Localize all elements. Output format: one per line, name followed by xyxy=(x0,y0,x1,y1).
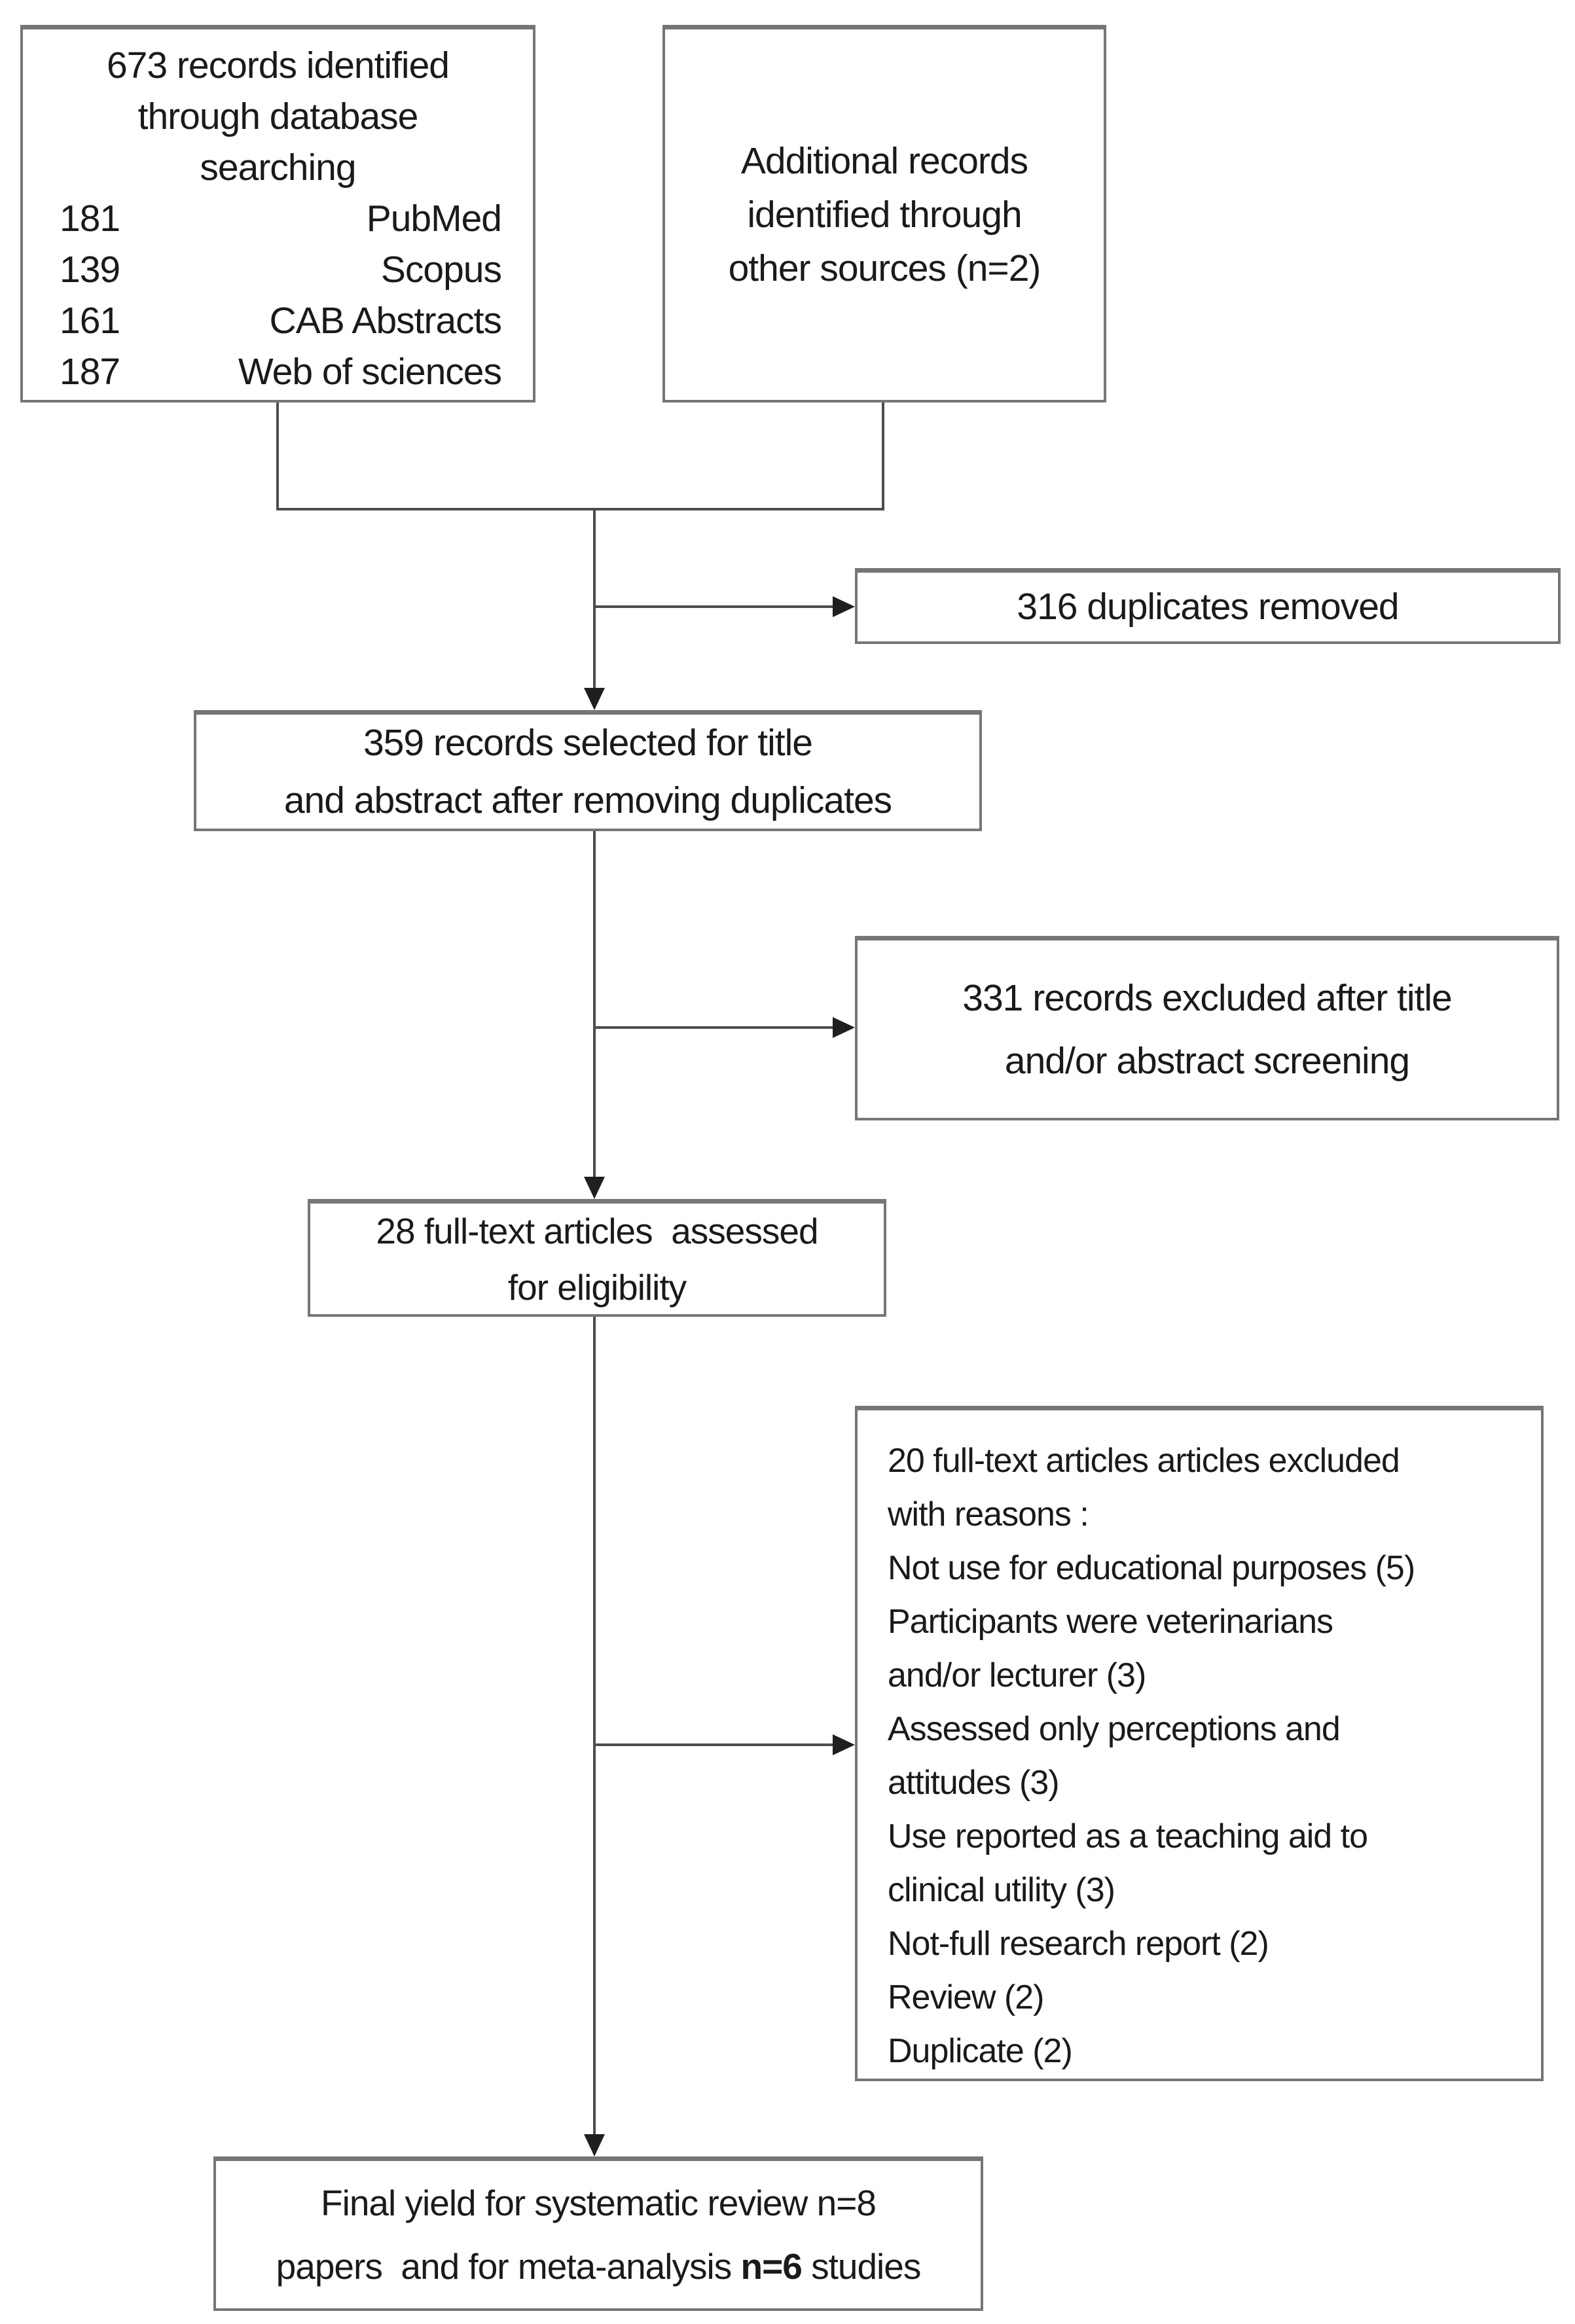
reason-line: 20 full-text articles articles excluded xyxy=(888,1442,1400,1480)
reason-line: Duplicate (2) xyxy=(888,2032,1073,2070)
connector-branch-fulltext-excluded xyxy=(593,1743,833,1746)
final-line-prefix: papers and for meta-analysis xyxy=(276,2245,741,2287)
arrowhead-down-icon xyxy=(584,2134,605,2156)
box-text-line: Final yield for systematic review n=8 xyxy=(321,2182,877,2223)
box-text-line: searching xyxy=(200,147,356,188)
box-fulltext-excluded-reasons: 20 full-text articles articles excluded … xyxy=(855,1406,1544,2081)
reason-line: Not use for educational purposes (5) xyxy=(888,1549,1415,1587)
box-text-line: papers and for meta-analysis n=6 studies xyxy=(276,2235,922,2298)
source-count: 139 xyxy=(60,249,120,291)
reason-line: and/or lecturer (3) xyxy=(888,1656,1146,1694)
connector-branch-excluded-title xyxy=(593,1026,834,1029)
box-text-line: 28 full-text articles assessed xyxy=(376,1210,818,1251)
source-name: Web of sciences xyxy=(238,351,502,393)
final-line-bold: n=6 xyxy=(740,2245,802,2287)
arrowhead-right-icon xyxy=(833,1734,855,1755)
connector-additional-down xyxy=(882,402,884,509)
source-name: PubMed xyxy=(366,198,502,240)
box-text-line: 331 records excluded after title xyxy=(962,976,1452,1019)
box-records-selected: 359 records selected for title and abstr… xyxy=(194,710,982,831)
reason-line: Review (2) xyxy=(888,1978,1045,2016)
box-text-line: 673 records identified xyxy=(106,45,450,86)
box-duplicates-removed: 316 duplicates removed xyxy=(855,568,1561,644)
connector-branch-duplicates xyxy=(593,605,833,608)
reason-line: Participants were veterinarians xyxy=(888,1603,1333,1641)
arrowhead-down-icon xyxy=(584,688,605,710)
box-records-identified: 673 records identified through database … xyxy=(20,25,535,402)
reason-line: Use reported as a teaching aid to xyxy=(888,1817,1368,1855)
arrowhead-down-icon xyxy=(584,1177,605,1199)
box-text-line: 359 records selected for title xyxy=(363,722,813,764)
source-row: 161 CAB Abstracts xyxy=(23,295,533,346)
reason-line: Not-full research report (2) xyxy=(888,1925,1269,1963)
connector-main-vertical-1 xyxy=(593,508,596,688)
box-additional-records: Additional records identified through ot… xyxy=(662,25,1106,402)
source-count: 161 xyxy=(60,300,120,342)
connector-join-horizontal xyxy=(276,508,884,510)
box-final-yield: Final yield for systematic review n=8 pa… xyxy=(213,2156,983,2311)
box-records-excluded-title-abstract: 331 records excluded after title and/or … xyxy=(855,936,1559,1120)
box-text-line: and abstract after removing duplicates xyxy=(283,779,892,821)
arrowhead-right-icon xyxy=(833,596,855,617)
source-count: 181 xyxy=(60,198,120,240)
source-row: 181 PubMed xyxy=(23,193,533,244)
reason-line: with reasons : xyxy=(888,1495,1089,1533)
box-text-line: other sources (n=2) xyxy=(728,247,1041,289)
source-name: CAB Abstracts xyxy=(269,300,502,342)
box-text-line: for eligibility xyxy=(507,1266,687,1308)
box-fulltext-assessed: 28 full-text articles assessed for eligi… xyxy=(308,1199,886,1317)
box-text-line: identified through xyxy=(747,194,1022,236)
reason-line: attitudes (3) xyxy=(888,1764,1060,1802)
box-text-line: 316 duplicates removed xyxy=(1017,586,1399,628)
arrowhead-right-icon xyxy=(833,1017,855,1038)
source-row: 187 Web of sciences xyxy=(23,346,533,397)
connector-identification-down xyxy=(276,402,279,509)
source-row: 139 Scopus xyxy=(23,244,533,295)
final-line-suffix: studies xyxy=(801,2245,921,2287)
source-count: 187 xyxy=(60,351,120,393)
source-name: Scopus xyxy=(380,249,502,291)
connector-main-vertical-2 xyxy=(593,831,596,1177)
reason-line: Assessed only perceptions and xyxy=(888,1710,1341,1748)
box-text-line: and/or abstract screening xyxy=(1004,1039,1410,1082)
box-text-line: through database xyxy=(137,96,419,137)
connector-main-vertical-3 xyxy=(593,1317,596,2134)
reason-line: clinical utility (3) xyxy=(888,1871,1115,1909)
box-text-line: Additional records xyxy=(740,140,1028,182)
